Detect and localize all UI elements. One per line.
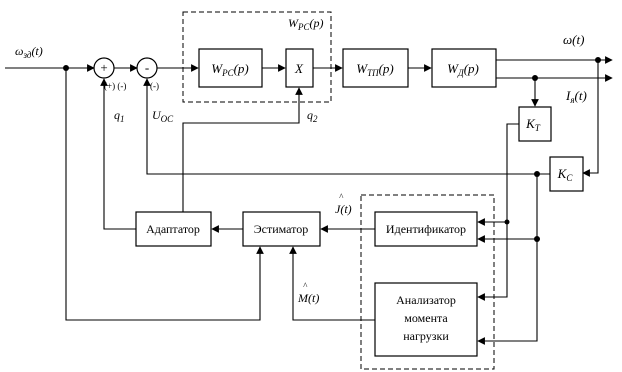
wd-block: [431, 48, 497, 88]
identification-group-box: [360, 194, 495, 370]
j-hat-label: J(t): [335, 202, 352, 216]
summing-node-1: [93, 57, 115, 79]
kt-label: KT: [525, 116, 541, 133]
wire-adaptor-q1: [100, 78, 136, 230]
multiplier-block: [285, 48, 314, 88]
sum2-sign: -: [145, 60, 149, 75]
multiplier-label: X: [294, 61, 304, 76]
wd-label: WД(p): [447, 61, 479, 78]
q2-label: q2: [307, 108, 318, 124]
analyzer-label-2: момента: [404, 311, 448, 325]
analyzer-label-1: Анализатор: [396, 293, 456, 307]
kc-label: KC: [557, 166, 574, 183]
wire-adaptor-q2: [182, 87, 303, 212]
wire-analyzer-estimator: [289, 246, 375, 321]
group-title: WPC(p): [288, 16, 324, 32]
wire-speed-feedback: [143, 78, 550, 175]
wire-speed-analyzer: [477, 239, 538, 345]
sum2-input-sign: (-): [150, 81, 159, 91]
adaptor-block: [135, 211, 212, 247]
wtp-block: [342, 48, 409, 88]
analyzer-block: [374, 282, 478, 357]
j-hat-accent: ^: [339, 192, 344, 202]
analyzer-label-3: нагрузки: [403, 329, 449, 343]
q1-label: q1: [114, 108, 125, 124]
output-current-label: Iя(t): [565, 88, 587, 105]
regulator-group-box: [182, 11, 332, 103]
uoc-label: UOC: [152, 108, 174, 124]
wire-input-estimator: [65, 68, 264, 321]
m-hat-accent: ^: [303, 281, 308, 291]
adaptor-label: Адаптатор: [146, 222, 200, 236]
wrc-label: WPC(p): [211, 61, 249, 78]
output-omega-label: ω(t): [563, 32, 584, 47]
identifier-label: Идентификатор: [386, 222, 466, 236]
wire-omega-kc: [582, 60, 599, 177]
m-hat-label: M(t): [297, 291, 319, 305]
junction-speed-lower: [534, 236, 540, 242]
wtp-label: WTП(p): [356, 61, 394, 78]
wrc-block: [198, 48, 263, 88]
wire-kt-identifier: [477, 123, 519, 226]
sum1-sign: +: [100, 60, 107, 75]
wire-kt-analyzer: [477, 222, 508, 301]
identifier-block: [374, 211, 478, 247]
kc-block: [549, 156, 584, 192]
estimator-label: Эстиматор: [254, 222, 309, 236]
summing-node-2: [136, 57, 158, 79]
sum1-input-signs: (+) (-): [104, 81, 126, 91]
input-label: ωзд(t): [15, 44, 43, 60]
junction-kt: [504, 219, 510, 225]
estimator-block: [242, 211, 321, 247]
